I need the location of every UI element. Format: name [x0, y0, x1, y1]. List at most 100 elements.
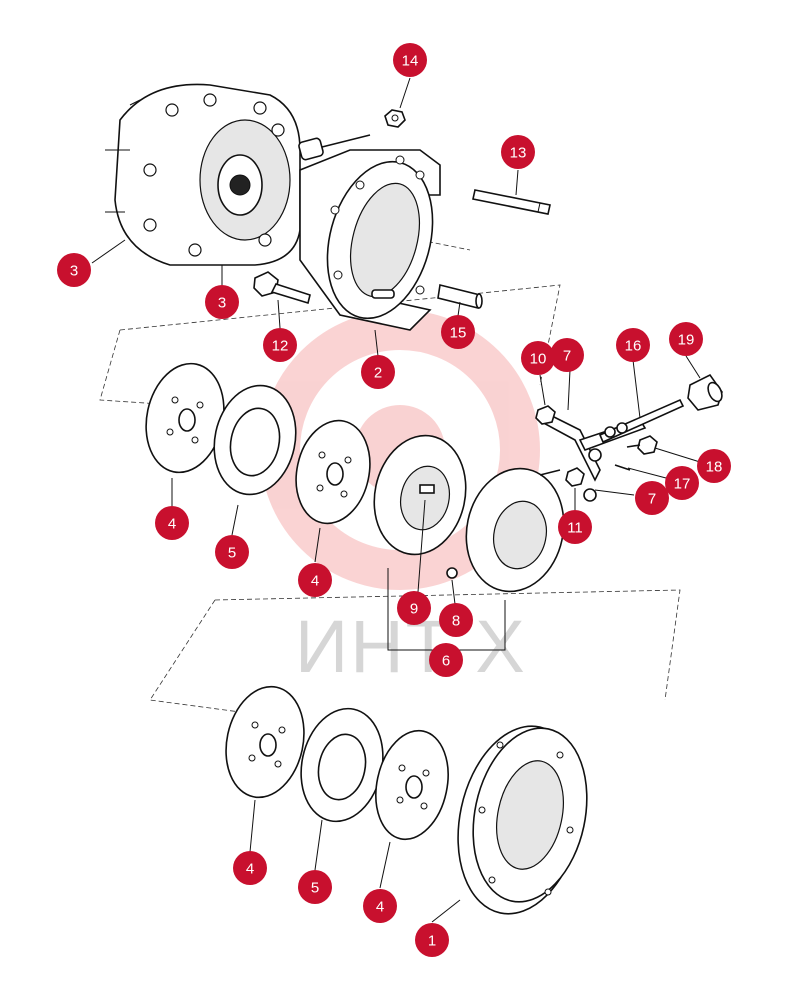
- callout-label: 7: [563, 348, 571, 365]
- leader-7a: [567, 369, 571, 411]
- part-hub-housing: [105, 83, 301, 266]
- leader-2: [374, 329, 379, 357]
- callout-circle: [616, 328, 650, 362]
- leader-8: [451, 579, 456, 605]
- leader-14: [399, 77, 411, 109]
- callout-circle: [155, 506, 189, 540]
- callout-circle: [263, 328, 297, 362]
- callout-label: 12: [272, 338, 289, 355]
- part-friction-disc-lower: [300, 707, 384, 823]
- leader-7b: [594, 489, 635, 496]
- callout-label: 5: [311, 880, 319, 897]
- callout-c10: 10: [521, 341, 555, 375]
- leader-9: [417, 499, 426, 593]
- leader-16: [632, 359, 641, 419]
- callout-label: 4: [311, 573, 319, 590]
- callout-circle: [439, 603, 473, 637]
- callout-circle: [397, 591, 431, 625]
- leader-4c: [249, 799, 256, 853]
- callout-circle: [669, 322, 703, 356]
- callout-c11: 11: [558, 510, 592, 544]
- leader-4d: [379, 841, 391, 889]
- part-disc-middle: [295, 419, 371, 525]
- callout-c18: 18: [697, 449, 731, 483]
- callout-circle: [697, 449, 731, 483]
- callout-circle: [415, 923, 449, 957]
- callout-label: 15: [450, 325, 467, 342]
- callout-circle: [298, 870, 332, 904]
- part-sleeve: [687, 373, 723, 411]
- callout-circle: [665, 466, 699, 500]
- callout-c1: 1: [415, 923, 449, 957]
- part-nut-small: [565, 467, 585, 487]
- callout-circle: [363, 889, 397, 923]
- part-long-stud: [472, 189, 551, 215]
- part-brake-drum: [457, 725, 588, 915]
- leader-5a: [231, 504, 239, 536]
- part-friction-disc-upper: [213, 384, 297, 496]
- callout-c9: 9: [397, 591, 431, 625]
- callout-label: 4: [246, 861, 254, 878]
- part-brake-shoe-rear: [465, 467, 565, 593]
- part-ball: [446, 567, 458, 579]
- assembly-guide-lines: [99, 239, 681, 713]
- callout-circle: [393, 43, 427, 77]
- part-bolt-small-left: [535, 405, 556, 425]
- callout-c17: 17: [665, 466, 699, 500]
- callout-circle: [205, 285, 239, 319]
- callout-circle: [57, 253, 91, 287]
- callout-circle: [361, 355, 395, 389]
- callout-c4a: 4: [155, 506, 189, 540]
- callout-label: 7: [648, 491, 656, 508]
- callout-label: 6: [442, 653, 450, 670]
- callout-c4c: 4: [233, 851, 267, 885]
- callout-c5b: 5: [298, 870, 332, 904]
- callout-label: 8: [452, 613, 460, 630]
- callout-c5a: 5: [215, 535, 249, 569]
- callout-circle: [215, 535, 249, 569]
- callout-c15: 15: [441, 315, 475, 349]
- callout-label: 1: [428, 933, 436, 950]
- leader-5b: [314, 819, 323, 871]
- callout-circle: [521, 341, 555, 375]
- part-stud: [298, 134, 371, 161]
- leader-18: [654, 447, 701, 463]
- part-pin: [437, 284, 483, 309]
- leader-13: [515, 169, 519, 196]
- callout-label: 4: [376, 899, 384, 916]
- callout-circle: [441, 315, 475, 349]
- leader-19: [685, 355, 701, 379]
- callout-label: 3: [218, 295, 226, 312]
- part-cotter-pin: [614, 464, 631, 471]
- callout-c8: 8: [439, 603, 473, 637]
- leader-15: [457, 301, 461, 317]
- leader-10: [539, 374, 546, 406]
- part-bolt: [253, 271, 311, 305]
- callout-circle: [550, 338, 584, 372]
- callout-label: 4: [168, 516, 176, 533]
- callout-label: 5: [228, 545, 236, 562]
- part-bolt-small-right: [626, 435, 658, 455]
- callout-c19: 19: [669, 322, 703, 356]
- callout-label: 16: [625, 338, 642, 355]
- callout-label: 14: [402, 53, 419, 70]
- part-disc-lower-left: [225, 685, 305, 799]
- callout-label: 17: [674, 476, 691, 493]
- leader-4b: [314, 527, 321, 563]
- callout-c6: 6: [429, 643, 463, 677]
- callout-circle: [429, 643, 463, 677]
- callout-c7a: 7: [550, 338, 584, 372]
- callout-c2: 2: [361, 355, 395, 389]
- callout-c12: 12: [263, 328, 297, 362]
- callout-c14: 14: [393, 43, 427, 77]
- part-disc-upper-left: [145, 362, 225, 474]
- callout-c3a: 3: [57, 253, 91, 287]
- callout-c3b: 3: [205, 285, 239, 319]
- part-nut: [384, 109, 406, 128]
- callout-label: 19: [678, 332, 695, 349]
- callout-circle: [233, 851, 267, 885]
- callout-label: 3: [70, 263, 78, 280]
- leader-17: [627, 467, 667, 479]
- callout-c16: 16: [616, 328, 650, 362]
